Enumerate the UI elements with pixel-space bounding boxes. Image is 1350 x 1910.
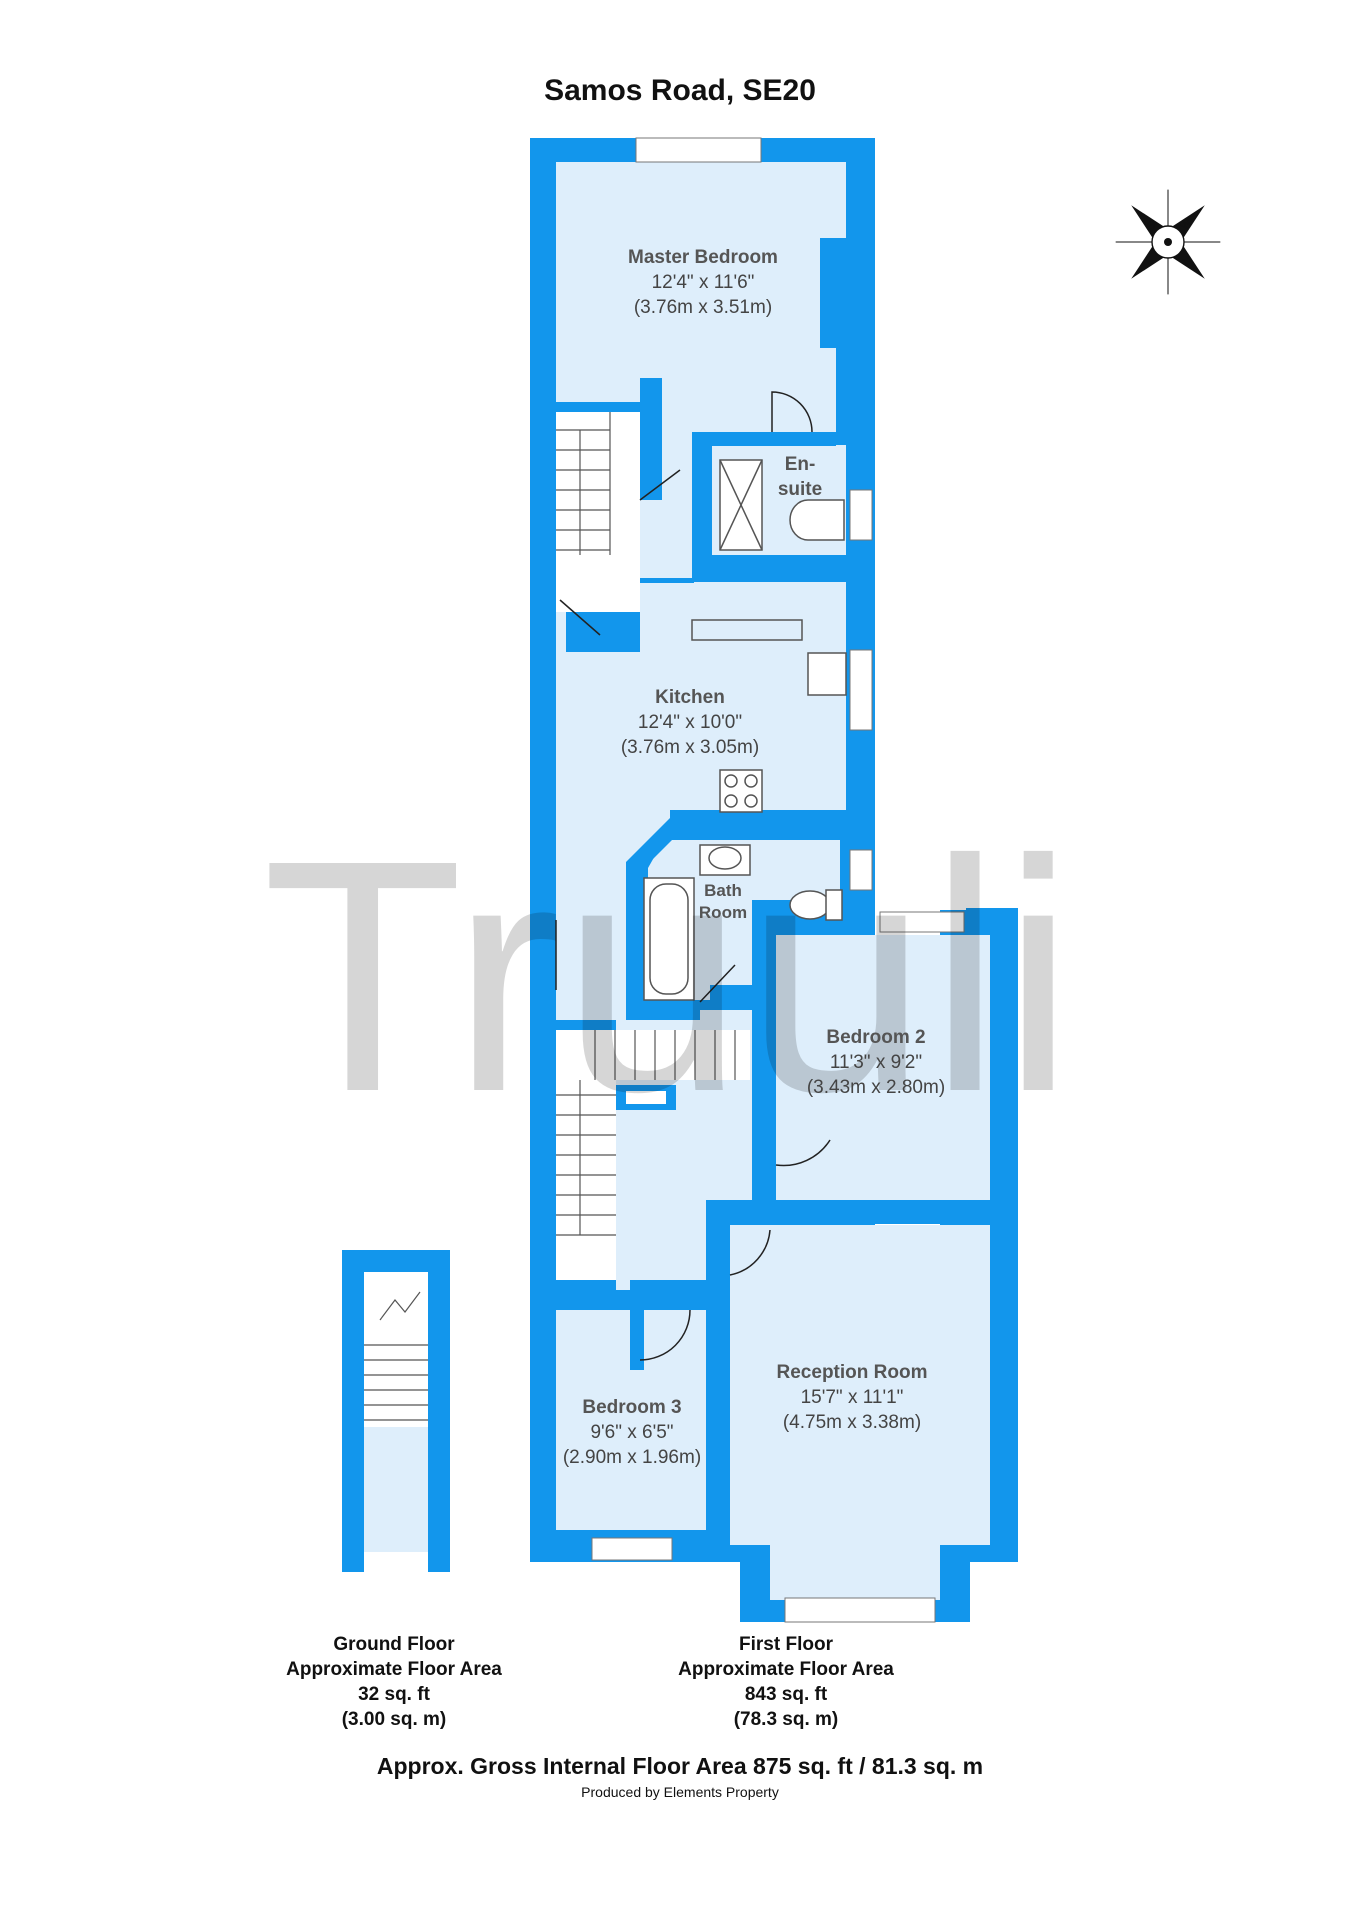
svg-text:11'3" x 9'2": 11'3" x 9'2" xyxy=(830,1052,922,1073)
svg-text:(4.75m x 3.38m): (4.75m x 3.38m) xyxy=(783,1412,921,1433)
master-bedroom-label: Master Bedroom 12'4" x 11'6" (3.76m x 3.… xyxy=(628,247,778,318)
svg-text:(3.43m x 2.80m): (3.43m x 2.80m) xyxy=(807,1077,945,1098)
ground-floor-walls xyxy=(342,1250,450,1572)
kitchen-sink xyxy=(807,652,847,696)
bedroom3-label: Bedroom 3 9'6" x 6'5" (2.90m x 1.96m) xyxy=(563,1397,701,1468)
svg-text:9'6" x 6'5": 9'6" x 6'5" xyxy=(590,1422,673,1443)
svg-text:Approximate Floor Area: Approximate Floor Area xyxy=(286,1659,502,1680)
gross-floor-area: Approx. Gross Internal Floor Area 875 sq… xyxy=(377,1753,983,1779)
ground-floor-area: Ground Floor Approximate Floor Area 32 s… xyxy=(286,1634,502,1730)
staircase xyxy=(556,412,750,1280)
svg-text:15'7" x 11'1": 15'7" x 11'1" xyxy=(801,1387,904,1408)
credit-line: Produced by Elements Property xyxy=(581,1784,779,1800)
svg-text:Bedroom 3: Bedroom 3 xyxy=(582,1397,681,1418)
doors xyxy=(379,391,831,1546)
svg-text:Ground Floor: Ground Floor xyxy=(333,1634,455,1655)
bathroom-label: Bath Room xyxy=(699,881,747,922)
reception-label: Reception Room 15'7" x 11'1" (4.75m x 3.… xyxy=(777,1362,928,1433)
svg-text:(78.3 sq. m): (78.3 sq. m) xyxy=(734,1709,839,1730)
compass-icon: S N W E xyxy=(1115,189,1221,295)
fixtures xyxy=(643,459,847,1001)
bathroom-floor xyxy=(648,838,840,1000)
ensuite-basin xyxy=(789,499,845,541)
bedroom2-floor xyxy=(775,935,990,1200)
svg-text:First Floor: First Floor xyxy=(739,1634,834,1655)
svg-text:Bath: Bath xyxy=(704,881,742,900)
svg-text:(3.76m x 3.05m): (3.76m x 3.05m) xyxy=(621,737,759,758)
svg-text:(3.00 sq. m): (3.00 sq. m) xyxy=(342,1709,447,1730)
svg-text:Kitchen: Kitchen xyxy=(655,687,725,708)
svg-text:Reception Room: Reception Room xyxy=(777,1362,928,1383)
kitchen-label: Kitchen 12'4" x 10'0" (3.76m x 3.05m) xyxy=(621,687,759,758)
watermark: Truuli xyxy=(262,791,1075,1160)
reception-floor xyxy=(730,1225,990,1600)
kitchen-counter xyxy=(691,619,803,641)
first-floor-area: First Floor Approximate Floor Area 843 s… xyxy=(678,1634,894,1730)
svg-text:suite: suite xyxy=(778,479,822,500)
bedroom2-label: Bedroom 2 11'3" x 9'2" (3.43m x 2.80m) xyxy=(807,1027,945,1098)
svg-text:En-: En- xyxy=(785,454,816,475)
plan-title: Samos Road, SE20 xyxy=(544,74,816,107)
svg-text:12'4" x 11'6": 12'4" x 11'6" xyxy=(652,272,755,293)
svg-text:12'4" x 10'0": 12'4" x 10'0" xyxy=(638,712,742,733)
ensuite-label: En- suite xyxy=(778,454,822,500)
svg-text:Bedroom 2: Bedroom 2 xyxy=(826,1027,925,1048)
windows xyxy=(591,137,965,1623)
svg-text:Approximate Floor Area: Approximate Floor Area xyxy=(678,1659,894,1680)
svg-text:32 sq. ft: 32 sq. ft xyxy=(358,1684,430,1705)
svg-text:(2.90m x 1.96m): (2.90m x 1.96m) xyxy=(563,1447,701,1468)
svg-text:843 sq. ft: 843 sq. ft xyxy=(745,1684,828,1705)
svg-text:(3.76m x 3.51m): (3.76m x 3.51m) xyxy=(634,297,772,318)
svg-text:Master Bedroom: Master Bedroom xyxy=(628,247,778,268)
svg-text:Room: Room xyxy=(699,903,747,922)
